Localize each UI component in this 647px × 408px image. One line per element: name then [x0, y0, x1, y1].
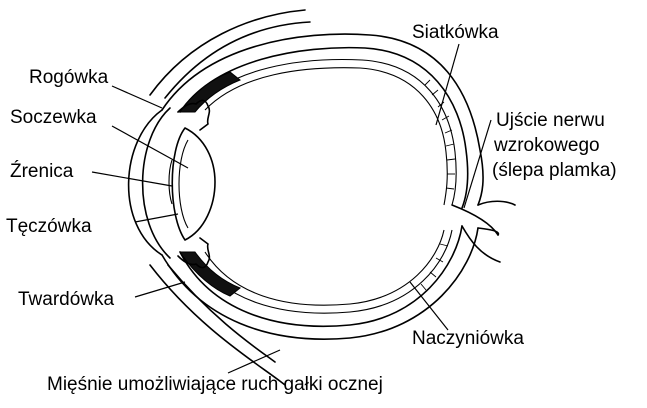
- lower-eyelid-inner: [167, 264, 276, 363]
- label-cornea: Rogówka: [29, 67, 109, 88]
- label-pupil: Źrenica: [10, 161, 74, 182]
- label-iris: Tęczówka: [6, 216, 92, 237]
- label-optic-nerve-2: wzrokowego: [493, 135, 600, 156]
- cornea-inner: [141, 107, 171, 259]
- sclera-outer: [161, 33, 484, 340]
- upper-eyelid-outer: [149, 9, 306, 96]
- label-retina: Siatkówka: [412, 22, 499, 43]
- retina-hatching: [420, 79, 456, 291]
- sclera-inner: [179, 46, 469, 328]
- iris-top: [177, 99, 211, 131]
- label-optic-nerve-3: (ślepa plamka): [492, 160, 617, 181]
- optic-nerve-top: [477, 200, 516, 206]
- upper-eyelid-inner: [164, 21, 311, 99]
- optic-nerve-bottom: [477, 227, 500, 236]
- label-choroid: Naczyniówka: [412, 328, 524, 349]
- iris-bottom: [177, 237, 211, 269]
- pointer-lines: [91, 43, 492, 374]
- label-sclera: Twardówka: [18, 289, 115, 310]
- label-lens: Soczewka: [10, 107, 97, 128]
- retina-layer: [204, 67, 448, 306]
- ciliary-body-bottom: [179, 251, 241, 297]
- label-muscles: Mięśnie umożliwiające ruch gałki ocznej: [47, 374, 383, 395]
- cornea-outer: [127, 109, 163, 256]
- lens: [171, 127, 216, 241]
- label-optic-nerve-1: Ujście nerwu: [496, 110, 605, 131]
- ciliary-body-top: [179, 71, 241, 113]
- lens-inner: [178, 139, 189, 229]
- optic-nerve-sheath: [461, 225, 501, 263]
- pupil-edge: [168, 159, 173, 205]
